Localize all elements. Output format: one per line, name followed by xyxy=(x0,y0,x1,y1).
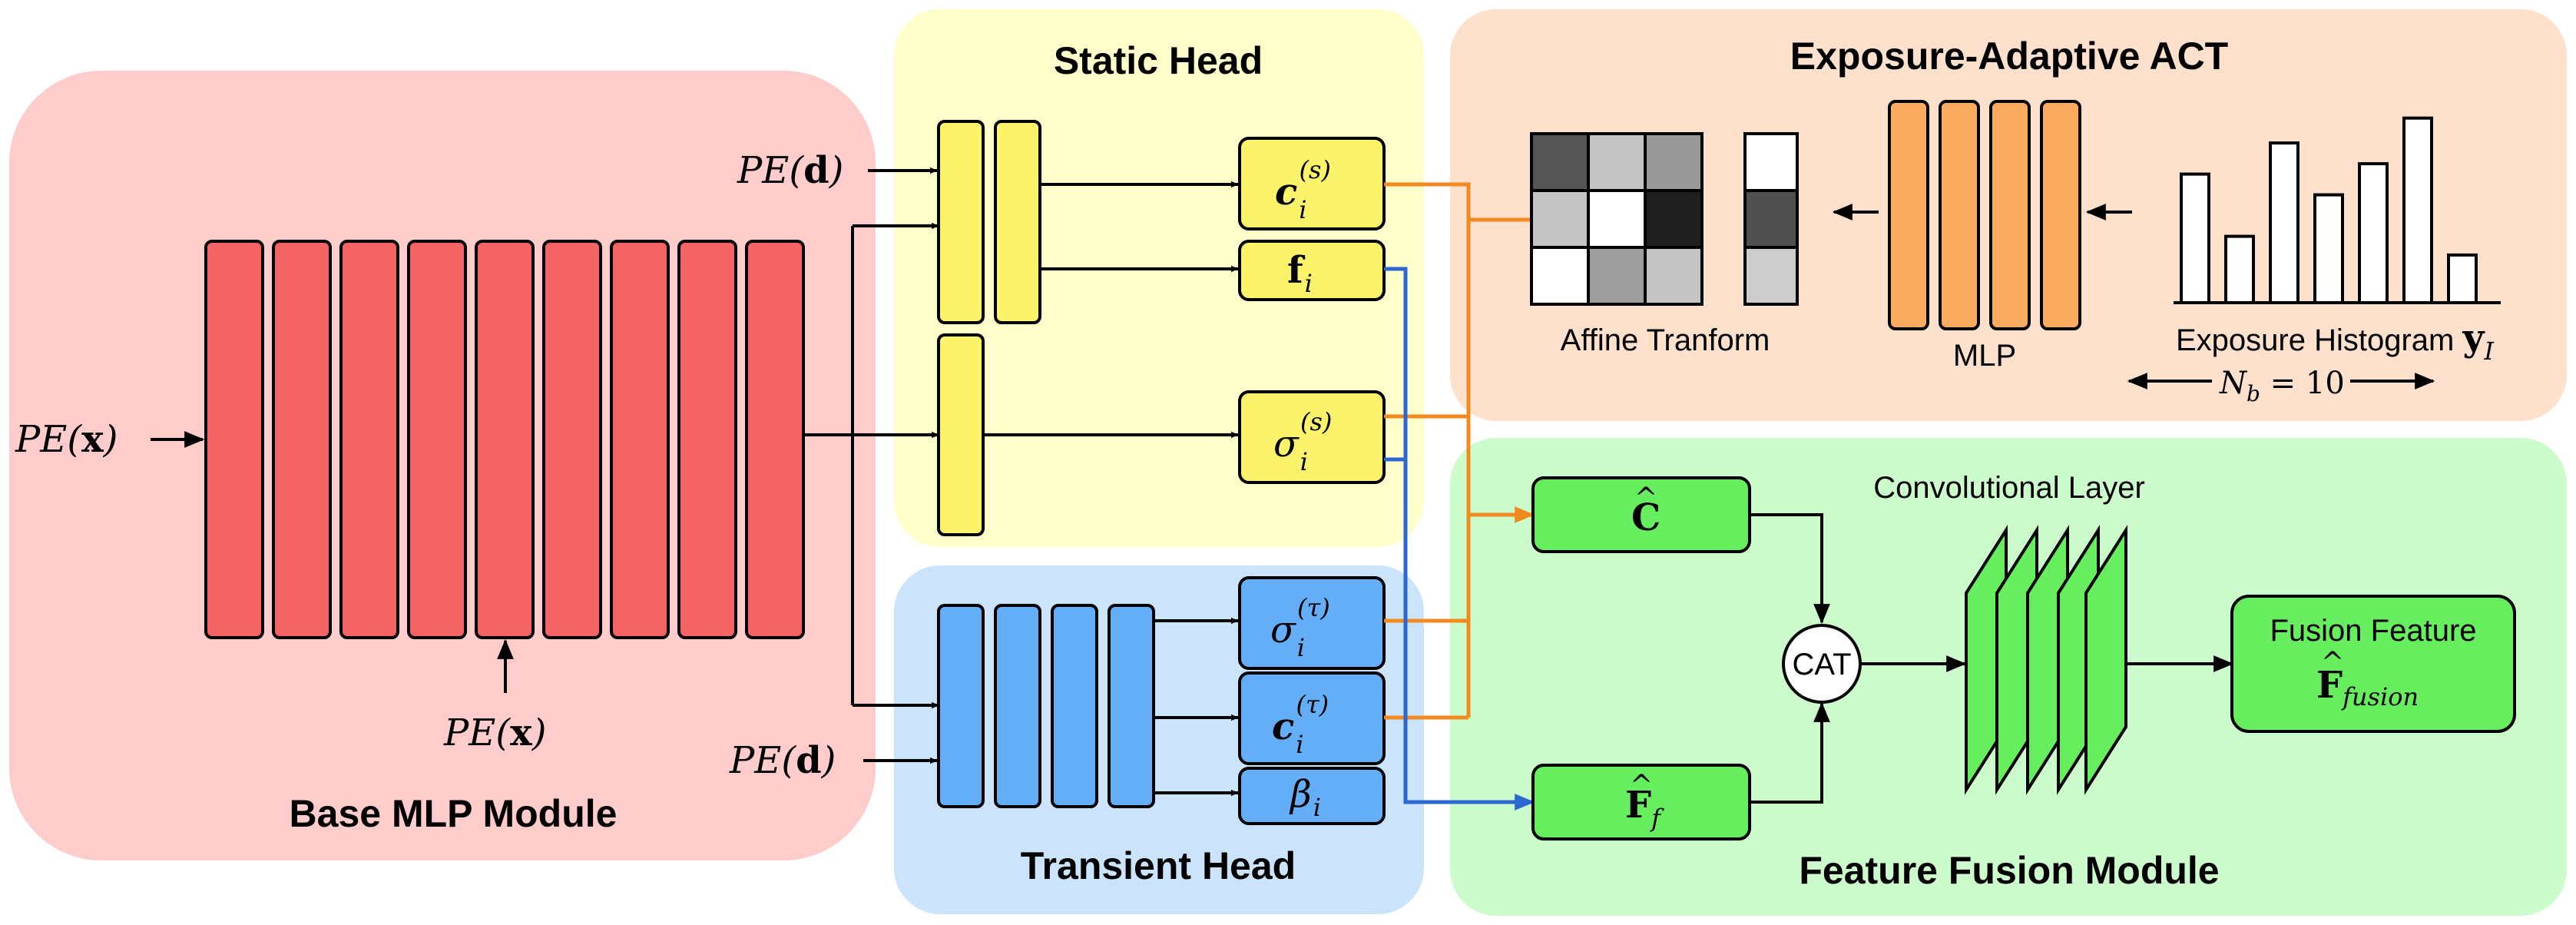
affine-matrix-cell xyxy=(1530,246,1590,306)
base-mlp-layer-7 xyxy=(610,240,670,639)
sigma-static-box xyxy=(1238,390,1386,484)
conv-layers xyxy=(1965,525,2127,795)
affine-matrix-cell xyxy=(1530,189,1590,249)
histogram-bar xyxy=(2358,162,2389,304)
transient-layer-2 xyxy=(994,604,1041,808)
feature-fusion-title: Feature Fusion Module xyxy=(1799,849,2219,892)
base-mlp-layer-6 xyxy=(542,240,602,639)
act-mlp-label: MLP xyxy=(1953,339,2016,373)
fusion-arrows xyxy=(1750,513,2234,804)
transient-layer-1 xyxy=(937,604,985,808)
c-hat-accent: ^ xyxy=(1634,482,1657,514)
transient-head-title: Transient Head xyxy=(1021,844,1296,887)
affine-matrix-cell xyxy=(1587,246,1647,306)
affine-matrix-cell xyxy=(1644,132,1704,192)
conv-layer-5 xyxy=(2084,525,2127,795)
fusion-feature-var: Ffusion xyxy=(2316,664,2419,711)
histogram-bar xyxy=(2269,141,2300,304)
exposure-act-title: Exposure-Adaptive ACT xyxy=(1790,35,2228,78)
transient-layer-4 xyxy=(1108,604,1155,808)
affine-matrix-cell xyxy=(1644,246,1704,306)
affine-matrix-cell xyxy=(1587,189,1647,249)
transient-output-arrows xyxy=(1154,617,1239,797)
base-mlp-layer-5 xyxy=(475,240,535,639)
act-mlp-layer-2 xyxy=(1939,100,1980,330)
static-output-arrows xyxy=(983,181,1239,439)
base-mlp-title: Base MLP Module xyxy=(290,792,618,835)
histogram-bar xyxy=(2180,172,2210,304)
pe-x-skip-label: PE(x) xyxy=(443,711,546,754)
cat-node xyxy=(1782,624,1862,704)
histogram-bar xyxy=(2224,234,2255,305)
fusion-feature-accent: ^ xyxy=(2321,647,2344,678)
affine-vector-cell xyxy=(1743,132,1799,192)
sigma-static-label: σi(s) xyxy=(1273,407,1332,476)
affine-matrix-cell xyxy=(1644,189,1704,249)
histogram-bar xyxy=(2402,116,2433,304)
c-hat-label: C xyxy=(1631,496,1660,539)
blue-feature-lines xyxy=(1384,267,1535,811)
affine-vector-cell xyxy=(1743,189,1799,249)
pe-d-static-label: PE(d) xyxy=(737,149,843,192)
transient-head-layers xyxy=(937,604,1155,808)
affine-matrix-cell xyxy=(1530,132,1590,192)
base-output-lines xyxy=(803,222,939,709)
base-mlp-layer-2 xyxy=(272,240,332,639)
pe-d-transient-label: PE(d) xyxy=(729,739,836,782)
static-head-layers xyxy=(937,120,1041,536)
static-density-layer xyxy=(937,333,985,536)
f-hat-accent: ^ xyxy=(1630,770,1653,801)
affine-vector xyxy=(1743,132,1799,306)
c-static-label: ci(s) xyxy=(1275,155,1331,224)
act-mlp-layer-3 xyxy=(1989,100,2031,330)
static-layer-1 xyxy=(937,120,985,324)
histogram-bar xyxy=(2313,193,2344,304)
fusion-feature-title: Fusion Feature xyxy=(2270,614,2476,648)
affine-matrix xyxy=(1530,132,1704,306)
f-static-label: fi xyxy=(1287,249,1313,298)
base-mlp-layer-8 xyxy=(677,240,737,639)
orange-color-lines xyxy=(1384,182,1535,720)
transient-layer-3 xyxy=(1051,604,1098,808)
affine-transform-label: Affine Tranform xyxy=(1561,323,1770,357)
sigma-trans-box xyxy=(1238,576,1386,670)
base-mlp-layers xyxy=(204,240,805,639)
act-mlp-layer-1 xyxy=(1888,100,1929,330)
affine-vector-cell xyxy=(1743,246,1799,306)
cat-label: CAT xyxy=(1792,648,1851,681)
base-mlp-layer-3 xyxy=(339,240,399,639)
exposure-histogram-label: Exposure Histogram yI xyxy=(2176,317,2495,366)
act-mlp-layer-4 xyxy=(2040,100,2081,330)
sigma-trans-label: σi(τ) xyxy=(1270,593,1330,662)
beta-box xyxy=(1238,767,1386,825)
affine-matrix-cell xyxy=(1587,132,1647,192)
beta-label: βi xyxy=(1289,773,1321,822)
histogram-bar xyxy=(2447,253,2478,304)
conv-layer-label: Convolutional Layer xyxy=(1873,471,2145,505)
c-trans-label: ci(τ) xyxy=(1272,690,1329,759)
base-mlp-layer-4 xyxy=(407,240,467,639)
base-mlp-layer-9 xyxy=(745,240,805,639)
exposure-histogram xyxy=(2174,116,2501,305)
pe-x-input-label: PE(x) xyxy=(15,418,118,461)
fusion-feature-box xyxy=(2230,595,2516,733)
static-layer-2 xyxy=(994,120,1041,324)
base-mlp-layer-1 xyxy=(204,240,264,639)
bins-label: Nb = 10 xyxy=(2219,366,2345,406)
static-head-title: Static Head xyxy=(1054,39,1263,82)
act-mlp-layers xyxy=(1888,100,2081,330)
